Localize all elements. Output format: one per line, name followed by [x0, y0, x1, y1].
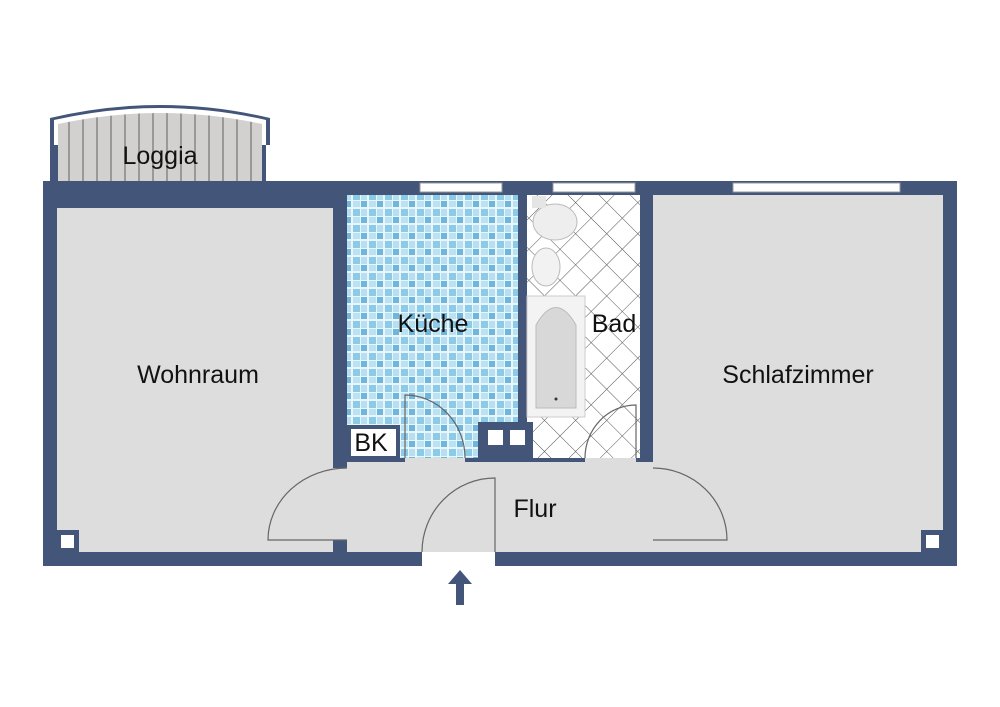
room-label-bk: BK: [354, 429, 388, 457]
window: [419, 182, 503, 193]
door-wohnraum[interactable]: [267, 467, 348, 541]
window: [732, 182, 901, 193]
schlafzimmer-doorway: [640, 468, 653, 540]
door-entrance[interactable]: [421, 477, 496, 553]
bad-doorway: [585, 458, 636, 462]
flur-floor: [347, 462, 653, 552]
kueche-floor: [347, 195, 518, 458]
wohnraum-doorway: [333, 468, 347, 540]
door-kueche[interactable]: [404, 394, 466, 459]
toilet-icon: [532, 196, 578, 241]
entrance-opening: [422, 552, 495, 566]
door-schlafzimmer[interactable]: [652, 467, 728, 541]
room-label-bad: Bad: [592, 310, 636, 338]
room-label-flur: Flur: [513, 495, 556, 523]
pillar: [61, 535, 74, 548]
room-label-wohnraum: Wohnraum: [137, 361, 259, 389]
kueche-doorway: [405, 458, 465, 462]
shaft-square: [488, 430, 503, 445]
pillar: [926, 535, 939, 548]
bathtub-icon: [526, 295, 586, 418]
bk-box: [351, 429, 396, 456]
sink-icon: [531, 247, 561, 287]
schlafzimmer-floor: [653, 195, 943, 552]
room-label-schlafzimmer: Schlafzimmer: [722, 361, 873, 389]
shaft-square: [510, 430, 525, 445]
room-label-loggia: Loggia: [122, 142, 197, 170]
entrance-arrow-icon: [448, 570, 472, 605]
door-bad[interactable]: [584, 404, 637, 459]
wohnraum-floor: [57, 208, 333, 552]
window: [552, 182, 636, 193]
room-label-kueche: Küche: [398, 310, 469, 338]
